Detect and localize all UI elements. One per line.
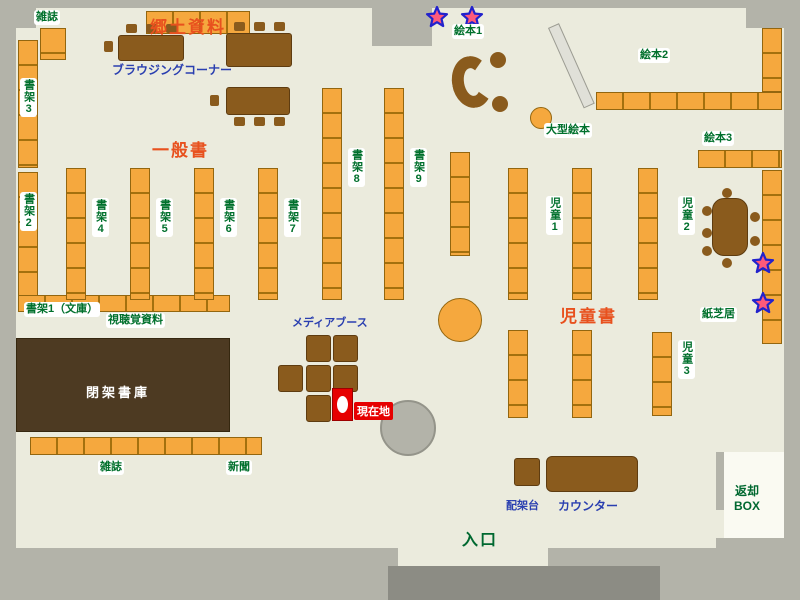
chair — [274, 117, 285, 126]
label-children-books: 児童書 — [560, 307, 617, 326]
bookshelf-8 — [322, 88, 342, 300]
media-booth — [306, 335, 331, 362]
picture-book-wall-shelf — [762, 28, 782, 92]
star-icon — [751, 251, 775, 274]
return-box-room — [724, 452, 784, 548]
return-box-wall-bottom — [716, 538, 784, 548]
wall-corner-topright — [746, 8, 784, 28]
label-picture-book-2: 絵本2 — [638, 48, 671, 63]
service-counter — [546, 456, 638, 492]
children-shelf-1 — [508, 168, 528, 300]
chair — [166, 24, 177, 33]
chair — [722, 188, 732, 198]
media-booth — [333, 365, 358, 392]
media-booth — [306, 395, 331, 422]
star-icon — [751, 291, 775, 314]
label-entrance: 入口 — [462, 532, 499, 549]
star-icon — [460, 5, 484, 28]
bookshelf-4 — [66, 168, 86, 300]
label-children-1: 児童1 — [546, 196, 563, 235]
shelving-cart-table — [514, 458, 540, 486]
label-media-booth: メディアブース — [292, 317, 368, 329]
wall-corner-topleft — [16, 8, 36, 28]
chair — [750, 236, 760, 246]
chair — [126, 24, 137, 33]
chair — [234, 117, 245, 126]
round-reading-table — [438, 298, 482, 342]
label-local-materials: 郷土資料 — [150, 18, 226, 37]
label-shelf-8: 書架8 — [348, 148, 365, 187]
label-children-3: 児童3 — [678, 340, 695, 379]
label-magazines-top: 雑誌 — [34, 10, 60, 25]
label-counter: カウンター — [558, 499, 619, 513]
label-large-picture-book: 大型絵本 — [544, 123, 592, 138]
children-shelf-lower-b — [572, 330, 592, 418]
label-kamishibai: 紙芝居 — [700, 307, 737, 322]
wall-block-top-center — [372, 0, 432, 46]
magazine-newspaper-shelf — [30, 437, 262, 455]
media-booth — [306, 365, 331, 392]
chair — [234, 22, 245, 31]
children-shelf-3 — [652, 332, 672, 416]
label-children-2: 児童2 — [678, 196, 695, 235]
label-picture-book-1: 絵本1 — [452, 24, 485, 39]
current-location-marker — [337, 396, 348, 413]
stool — [490, 52, 506, 68]
label-shelf-6: 書架6 — [220, 198, 237, 237]
chair — [146, 24, 157, 33]
media-booth — [333, 335, 358, 362]
chair — [722, 258, 732, 268]
label-return-box: 返却 BOX — [734, 484, 761, 513]
label-shelf-7: 書架7 — [284, 198, 301, 237]
bookshelf-center — [450, 152, 470, 256]
star-icon — [425, 5, 449, 28]
media-booth — [278, 365, 303, 392]
browsing-table-2 — [226, 33, 292, 67]
chair — [702, 246, 712, 256]
magazine-shelf-top — [40, 28, 66, 60]
chair — [254, 117, 265, 126]
children-table — [712, 198, 748, 256]
label-newspaper: 新聞 — [226, 460, 252, 475]
chair — [702, 206, 712, 216]
stool — [492, 96, 508, 112]
bookshelf-6 — [194, 168, 214, 300]
chair — [254, 22, 265, 31]
label-closed-stacks: 閉架書庫 — [86, 385, 151, 400]
bookshelf-5 — [130, 168, 150, 300]
label-audio-visual: 視聴覚資料 — [106, 313, 165, 328]
chair — [750, 212, 760, 222]
bookshelf-9 — [384, 88, 404, 300]
label-browsing-corner: ブラウジングコーナー — [112, 63, 233, 77]
children-shelf-lower-a — [508, 330, 528, 418]
picture-book-2-shelf — [596, 92, 782, 110]
label-shelf-4: 書架4 — [92, 198, 109, 237]
wall-block-bottom — [388, 566, 660, 600]
picture-book-3-shelf — [698, 150, 782, 168]
browsing-table-1 — [118, 35, 184, 61]
label-magazines-bottom: 雑誌 — [98, 460, 124, 475]
bookshelf-7 — [258, 168, 278, 300]
label-shelf-1-bunko: 書架1（文庫） — [24, 302, 101, 317]
return-box-wall — [716, 452, 724, 510]
label-shelf-9: 書架9 — [410, 148, 427, 187]
label-picture-book-3: 絵本3 — [702, 131, 735, 146]
label-shelf-2: 書架2 — [20, 192, 37, 231]
entrance-opening — [398, 548, 548, 566]
label-shelving-cart: 配架台 — [506, 500, 539, 512]
chair — [274, 22, 285, 31]
children-shelf-mid — [572, 168, 592, 300]
chair — [210, 95, 219, 106]
label-shelf-5: 書架5 — [156, 198, 173, 237]
label-general-books: 一般書 — [152, 141, 209, 160]
label-current-location: 現在地 — [354, 402, 393, 420]
chair — [104, 41, 113, 52]
browsing-table-3 — [226, 87, 290, 115]
chair — [702, 228, 712, 238]
label-shelf-3: 書架3 — [20, 78, 37, 117]
closed-stacks-area — [16, 338, 230, 432]
children-shelf-2 — [638, 168, 658, 300]
